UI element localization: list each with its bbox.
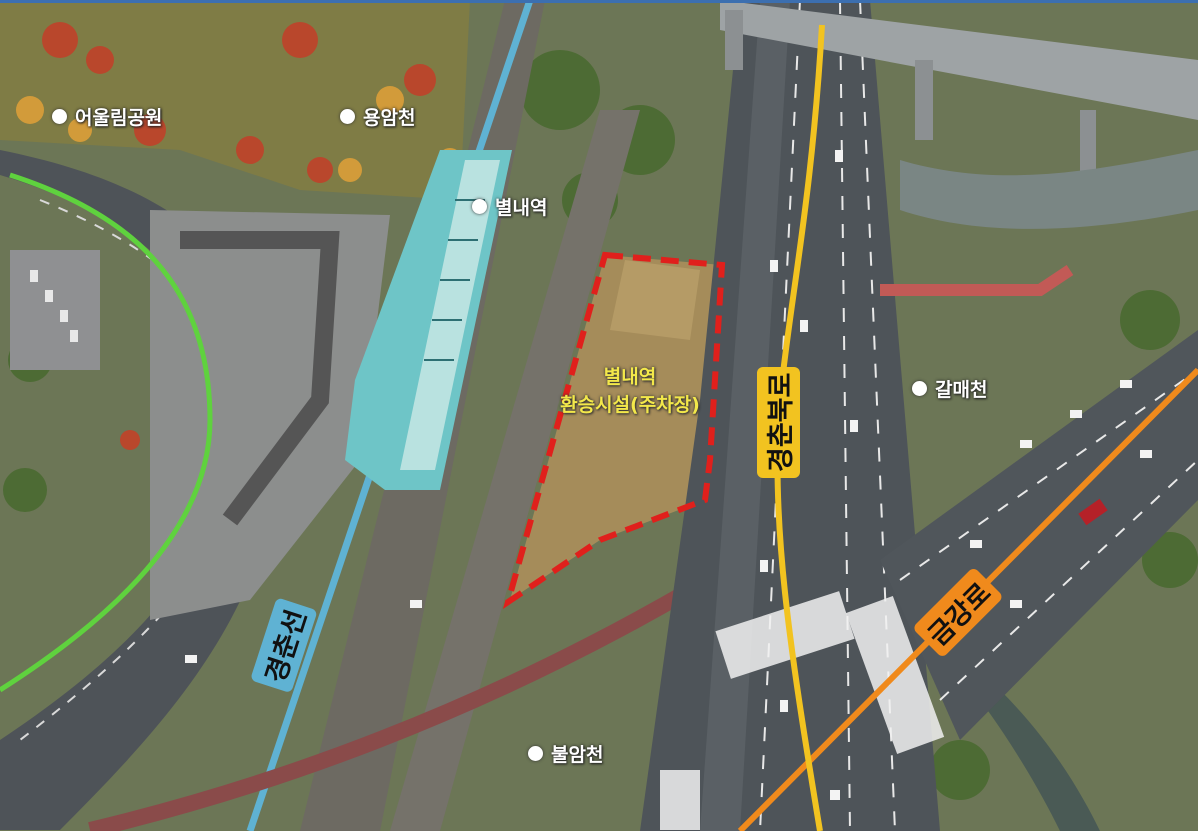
road-label-gyeongchun-bukro: 경춘북로 xyxy=(757,366,800,478)
location-dot-icon xyxy=(340,109,355,124)
site-label-line2: 환승시설(주차장) xyxy=(560,394,700,416)
site-boundary xyxy=(502,251,726,610)
location-dot-icon xyxy=(912,381,927,396)
location-dot-icon xyxy=(472,199,487,214)
place-label: 불암천 xyxy=(551,744,604,766)
place-marker-buramcheon: 불암천 xyxy=(528,740,603,767)
place-label: 갈매천 xyxy=(935,379,988,401)
green-route-line xyxy=(0,172,213,693)
place-label: 어울림공원 xyxy=(75,107,163,129)
place-marker-galmaecheon: 갈매천 xyxy=(912,375,987,402)
place-marker-eoullim-park: 어울림공원 xyxy=(52,103,162,130)
place-label: 용암천 xyxy=(363,107,416,129)
road-label-text: 경춘북로 xyxy=(757,366,800,478)
site-label-line1: 별내역 xyxy=(603,366,657,388)
location-dot-icon xyxy=(528,746,543,761)
place-marker-yongamcheon: 용암천 xyxy=(340,103,415,130)
location-dot-icon xyxy=(52,109,67,124)
place-label: 별내역 xyxy=(495,197,548,219)
site-ground xyxy=(510,255,722,600)
place-marker-byeollae-station: 별내역 xyxy=(472,193,547,220)
site-label: 별내역 환승시설(주차장) xyxy=(500,363,760,419)
